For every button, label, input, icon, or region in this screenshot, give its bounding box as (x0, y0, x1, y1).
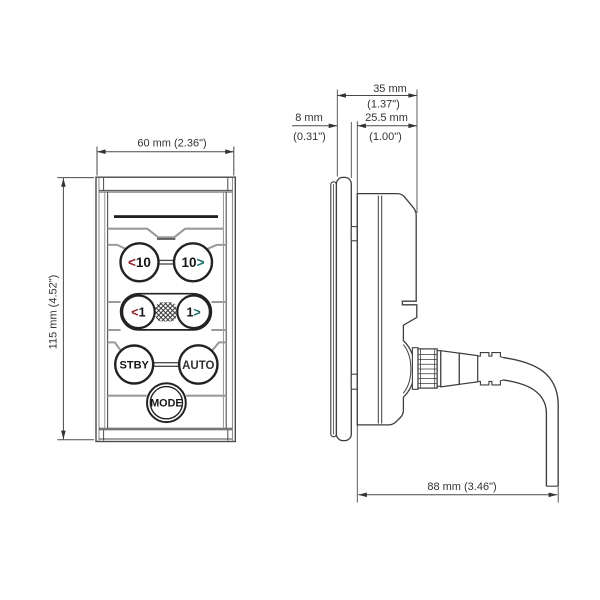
body-depth-mm-label: 25.5 mm (365, 112, 408, 124)
button-mode-label: MODE (150, 398, 182, 410)
button-row-10: <10 10> (107, 242, 227, 283)
button-port-1-label: <1 (131, 305, 145, 319)
depth-total-mm-label: 35 mm (373, 83, 407, 95)
bezel-depth-in-label: (0.31") (293, 131, 326, 143)
front-width-label: 60 mm (2.36") (137, 137, 206, 149)
body-depth-in-label: (1.00") (369, 131, 402, 143)
button-mode (146, 382, 187, 424)
body-depth-dimension: 25.5 mm (1.00") (357, 112, 417, 143)
button-stby (113, 344, 155, 385)
bezel-depth-mm-label: 8 mm (295, 112, 323, 124)
front-width-dimension: 60 mm (2.36") (96, 137, 235, 176)
side-bezel-profile (335, 176, 352, 442)
button-stby-label: STBY (120, 360, 150, 372)
button-stbd-10 (172, 242, 214, 283)
overall-depth-dimension: 88 mm (3.46") (358, 481, 558, 498)
button-stbd-10-label: 10> (182, 255, 205, 270)
front-height-label: 115 mm (4.52") (48, 275, 60, 350)
rear-housing-profile (356, 192, 418, 426)
depth-total-dimension: 35 mm (1.37") (337, 83, 417, 111)
side-view (330, 89, 559, 503)
front-height-dimension: 115 mm (4.52") (48, 177, 94, 441)
tactile-crosshatch-pad (155, 302, 177, 322)
power-cable (503, 356, 559, 487)
bezel-depth-dimension: 8 mm (0.31") (292, 112, 338, 143)
panel-clip-top (350, 226, 358, 242)
cable-connector (411, 347, 504, 390)
button-row-stby-auto: STBY AUTO (107, 341, 227, 397)
button-row-1: <1 1> (107, 292, 227, 332)
button-mode-group: MODE (146, 382, 187, 424)
overall-depth-label: 88 mm (3.46") (427, 481, 496, 493)
button-port-10-label: <10 (128, 255, 151, 270)
button-port-1 (120, 294, 156, 330)
panel-clip-bottom (350, 373, 358, 390)
display-window (114, 215, 218, 218)
front-view: <10 10> <1 1> STBY AUTO M (95, 176, 237, 443)
button-stbd-1 (176, 294, 212, 330)
chevron-divider (107, 227, 224, 240)
button-port-10 (119, 242, 160, 283)
depth-total-in-label: (1.37") (367, 99, 400, 111)
button-auto-label: AUTO (182, 360, 214, 372)
button-stbd-1-label: 1> (186, 305, 200, 319)
button-auto (177, 344, 219, 385)
